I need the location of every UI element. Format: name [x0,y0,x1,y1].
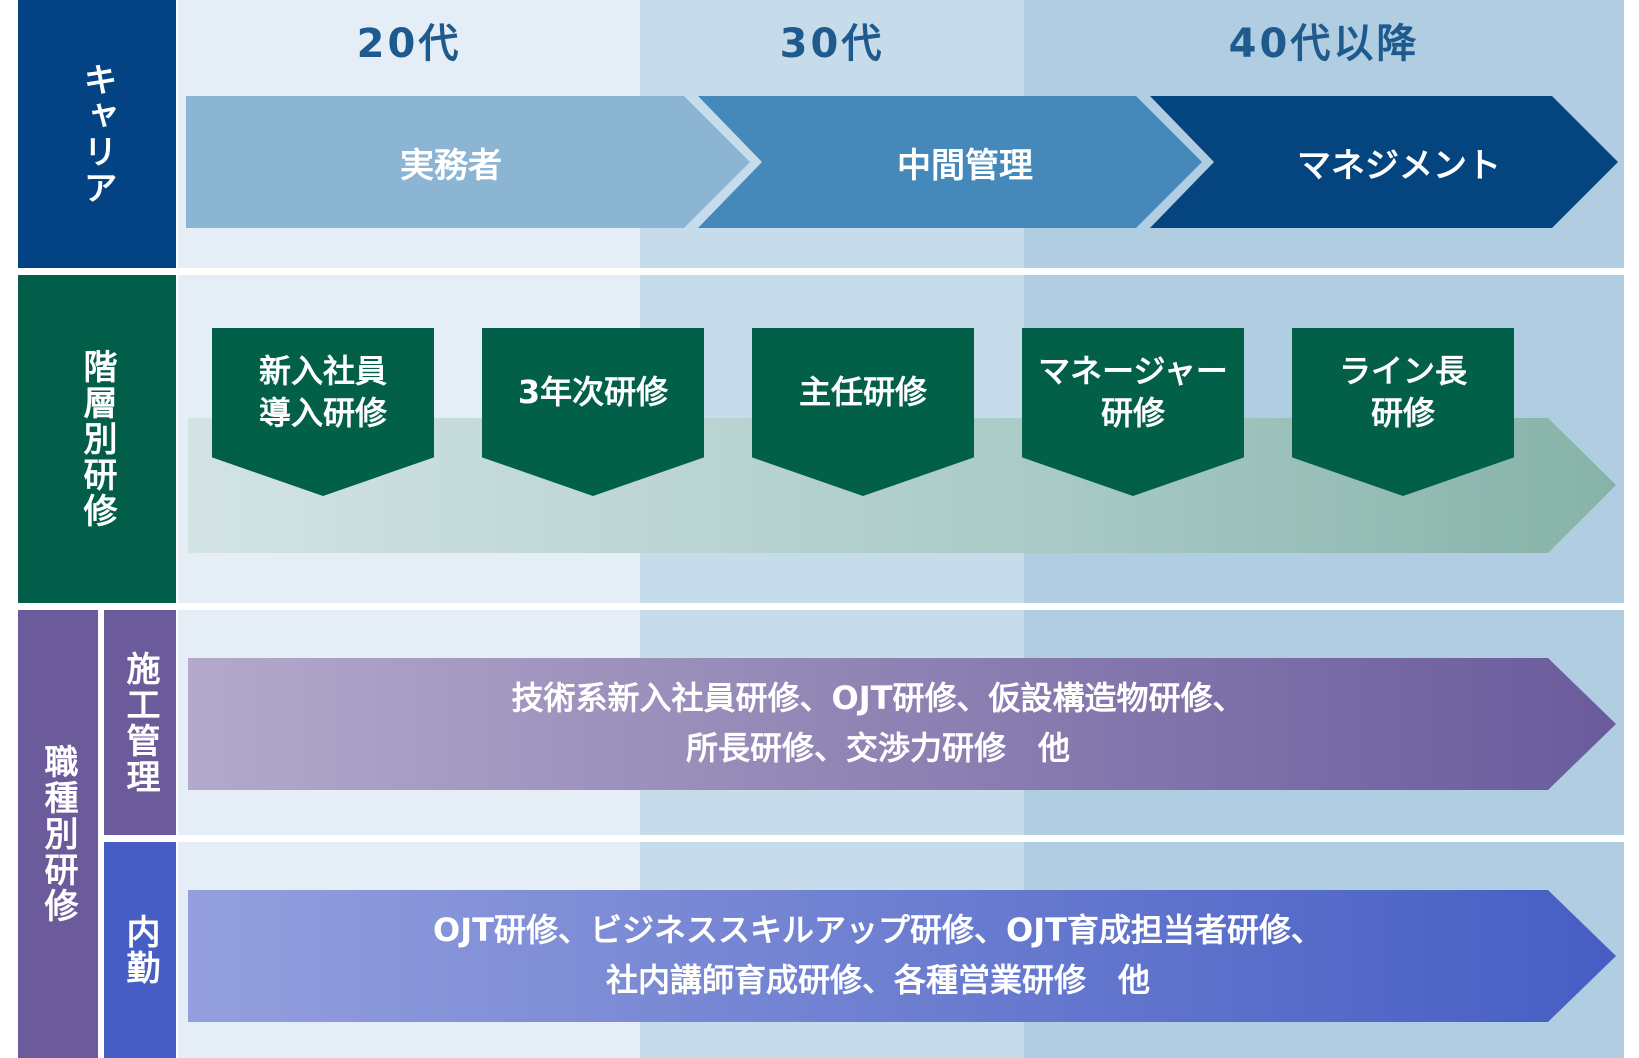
course-box-chief: 主任研修 [752,328,974,496]
stage-label-middle-management: 中間管理 [897,145,1033,186]
course-box-manager: マネージャー 研修 [1022,328,1244,496]
stage-label-practitioner: 実務者 [400,145,502,186]
course-label-third-year: 3年次研修 [517,373,669,412]
construction-course-arrow [188,658,1616,790]
course-box-new-employee: 新入社員 導入研修 [212,328,434,496]
age-header-20s: 20代 [356,21,462,67]
office-label: 内勤 [104,842,176,1058]
office-course-list: OJT研修、ビジネススキルアップ研修、OJT育成担当者研修、 社内講師育成研修、… [433,911,1323,999]
career-label-text: キャリア [77,62,117,206]
career-label: キャリア [18,0,176,268]
career-arrows-svg [186,96,1618,228]
course-label-line-head: ライン長 研修 [1338,352,1467,432]
stage-label-management: マネジメント [1297,145,1501,186]
course-label-new-employee: 新入社員 導入研修 [258,352,387,432]
rank-training-label: 階層別研修 [18,275,176,603]
office-course-arrow [188,890,1616,1022]
stage-arrow-practitioner [186,96,750,228]
course-label-manager: マネージャー 研修 [1038,352,1228,432]
stage-arrow-middle-management [698,96,1202,228]
course-box-third-year: 3年次研修 [482,328,704,496]
construction-label-text: 施工管理 [120,650,160,795]
course-box-line-head: ライン長 研修 [1292,328,1514,496]
stage-arrow-management [1150,96,1618,228]
rank-training-label-text: 階層別研修 [77,349,117,529]
course-label-chief: 主任研修 [798,373,927,412]
age-header-40s-plus: 40代以降 [1228,21,1420,67]
construction-course-list: 技術系新入社員研修、OJT研修、仮設構造物研修、 所長研修、交渉力研修 他 [511,679,1245,767]
age-header-30s: 30代 [779,21,885,67]
job-training-label-text: 職種別研修 [38,744,78,924]
office-label-text: 内勤 [120,914,160,986]
construction-label: 施工管理 [104,610,176,835]
job-training-label: 職種別研修 [18,610,98,1058]
job-arrows-svg [188,658,1616,1022]
